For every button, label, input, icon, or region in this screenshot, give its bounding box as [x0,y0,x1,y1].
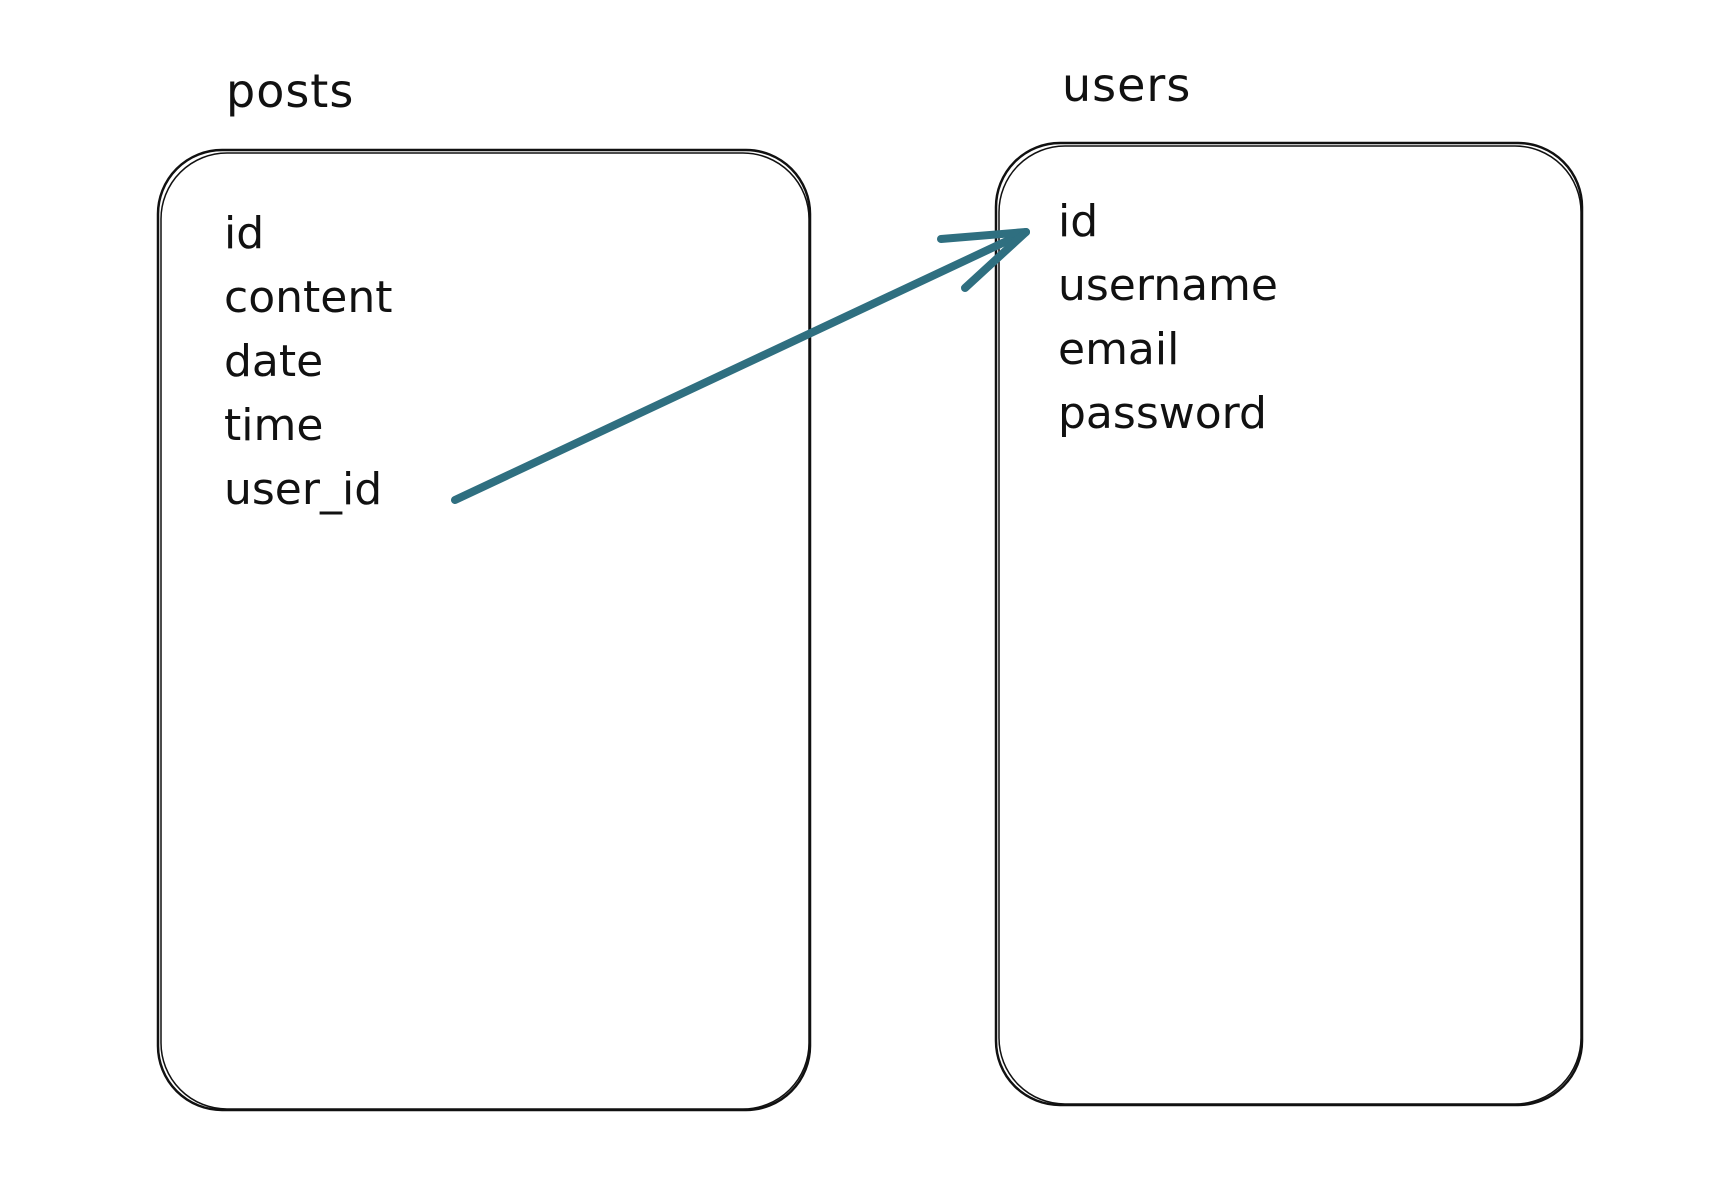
arrow-head-lower [961,228,1030,292]
arrow-shaft [451,228,1030,504]
posts-table-title: posts [226,64,355,118]
users-field-username: username [1058,260,1278,311]
users-table-title: users [1062,58,1192,112]
users-field-password: password [1058,388,1267,439]
users-table-box[interactable] [994,141,1584,1107]
arrow-head-upper [937,228,1030,243]
posts-table-box[interactable] [156,148,812,1112]
users-field-id: id [1058,196,1099,247]
users-field-email: email [1058,324,1180,375]
posts-field-time: time [224,400,324,451]
relationship-arrow[interactable] [451,228,1030,504]
posts-field-content: content [224,272,393,323]
posts-field-id: id [224,208,265,259]
posts-field-list: id content date time user_id [224,202,392,522]
posts-field-user-id: user_id [224,464,383,515]
users-field-list: id username email password [1058,190,1278,446]
posts-field-date: date [224,336,324,387]
